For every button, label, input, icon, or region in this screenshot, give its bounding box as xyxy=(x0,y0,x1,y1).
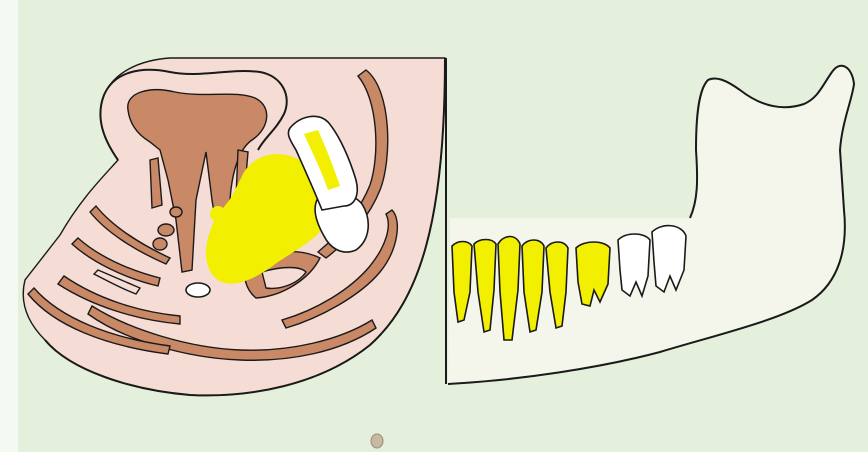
lesion-satellite-2 xyxy=(208,232,220,244)
photo-border xyxy=(0,452,868,467)
lesion-satellite-1 xyxy=(210,206,226,222)
lymph-node xyxy=(186,283,210,297)
tooth-7 xyxy=(618,234,650,296)
bone-fragment-2 xyxy=(170,207,182,217)
bone-fragment-1 xyxy=(158,224,174,236)
bone-fragment-3 xyxy=(153,238,167,250)
artifact-spot xyxy=(371,434,383,448)
photo-border-left xyxy=(0,0,18,467)
